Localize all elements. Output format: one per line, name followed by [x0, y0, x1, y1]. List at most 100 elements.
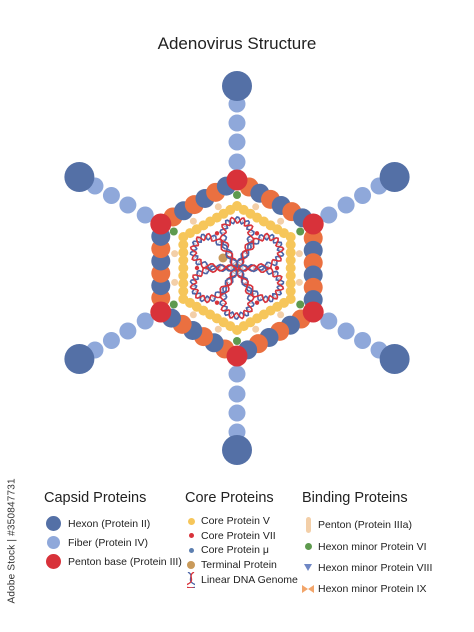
core-protein-vii [254, 300, 260, 305]
fiber-knob [64, 162, 95, 192]
dna-strand [189, 232, 238, 272]
dna-helix-icon [187, 572, 195, 588]
dna-base-pair [242, 251, 249, 256]
hexon-minor-protein-vi [296, 300, 305, 309]
penton-base [302, 213, 324, 235]
core-protein-v [225, 204, 236, 215]
red-dot-icon [45, 554, 61, 569]
dna-base-pair [237, 261, 243, 265]
fiber-protein [136, 312, 154, 330]
core-layer [178, 201, 296, 335]
orange-bowtie-icon [302, 584, 314, 593]
legend-heading-binding: Binding Proteins [302, 490, 408, 506]
legend-item-penton-iiia: Penton (Protein IIIa) [302, 514, 432, 536]
legend-label: Hexon (Protein II) [68, 517, 151, 530]
penton-iiia-protein [252, 203, 260, 211]
dna-base-pair [231, 271, 237, 275]
core-protein-vii [274, 265, 280, 271]
core-protein-v [285, 239, 296, 250]
fiber-knob [379, 344, 410, 374]
stock-image-id: Adobe Stock | #350847731 [6, 478, 18, 604]
small-red-dot-icon [188, 533, 194, 539]
core-protein-vii [214, 300, 220, 305]
penton-iiia-protein [295, 250, 303, 258]
fiber-protein [337, 322, 355, 340]
tan-dot-icon [187, 560, 195, 569]
penton-iiia-protein [214, 203, 222, 211]
fiber-protein [337, 196, 355, 214]
dna-strand [189, 233, 239, 272]
legend-label: Penton base (Protein III) [68, 555, 182, 568]
core-protein-v [178, 278, 189, 289]
dna-genome-layer [189, 215, 285, 321]
core-protein-v [178, 247, 189, 258]
green-dot-icon [304, 543, 312, 550]
legend-item-fiber: Fiber (Protein IV) [44, 533, 182, 552]
penton-iiia-protein [189, 311, 197, 319]
legend-item-terminal: Terminal Protein [185, 558, 298, 573]
hexon-minor-protein-vi [233, 337, 241, 345]
penton-iiia-protein [277, 217, 285, 225]
small-blue-dot-icon [188, 547, 194, 553]
legend-item-dna: Linear DNA Genome [185, 572, 298, 588]
core-protein-v [285, 255, 296, 266]
legend-label: Terminal Protein [201, 558, 277, 571]
core-protein-v [285, 270, 296, 281]
fiber-protein [320, 312, 338, 330]
core-protein-v [178, 286, 189, 297]
legend-heading-core: Core Proteins [185, 490, 274, 506]
penton-iiia-protein [214, 325, 222, 333]
fiber-protein [228, 133, 246, 151]
dna-strand [236, 264, 285, 304]
dna-base-pair [225, 280, 232, 285]
fiber-protein [119, 322, 137, 340]
core-protein-vii [194, 265, 200, 271]
legend-label: Fiber (Protein IV) [68, 536, 148, 549]
core-protein-v [178, 239, 189, 250]
core-protein-v [285, 286, 296, 297]
penton-base [150, 213, 172, 235]
fiber-protein [136, 206, 154, 224]
dna-base-pair [266, 262, 270, 269]
fiber-protein [228, 153, 246, 171]
core-protein-v [285, 232, 296, 242]
legend-label: Hexon minor Protein VI [318, 540, 427, 553]
legend-label: Linear DNA Genome [201, 574, 298, 586]
penton-base [226, 345, 248, 367]
blue-triangle-icon [304, 564, 312, 571]
legend-binding-proteins: Binding Proteins Penton (Protein IIIa) H… [302, 490, 432, 599]
dna-base-pair [242, 281, 249, 285]
core-protein-v [285, 263, 296, 273]
terminal-protein [218, 253, 228, 263]
fiber-protein [228, 404, 246, 422]
penton-iiia-protein [171, 278, 179, 286]
penton-base [302, 301, 324, 323]
legend-label: Hexon minor Protein IX [318, 582, 427, 595]
core-protein-vii [254, 231, 260, 236]
hexon-minor-protein-vi [169, 227, 178, 236]
fiber-protein [354, 332, 372, 349]
penton-base [150, 301, 172, 323]
hexon-minor-protein-vi [233, 191, 241, 199]
fiber-knob [222, 71, 252, 101]
penton-base [226, 169, 248, 191]
legend-item-hexon-vi: Hexon minor Protein VI [302, 536, 432, 557]
legend-item-hexon: Hexon (Protein II) [44, 514, 182, 533]
core-protein-vii [214, 231, 220, 236]
penton-iiia-protein [252, 325, 260, 333]
fiber-protein [119, 196, 137, 214]
dna-strand [219, 216, 255, 270]
dna-base-pair [231, 261, 237, 265]
core-protein-v [178, 294, 189, 304]
fiber-protein [354, 187, 372, 204]
hexon-minor-protein-vi [169, 300, 178, 309]
legend-label: Hexon minor Protein VIII [318, 561, 433, 574]
legend-item-penton-base: Penton base (Protein III) [44, 552, 182, 571]
diagram-title: Adenovirus Structure [157, 34, 317, 53]
legend-item-core-v: Core Protein V [185, 514, 298, 529]
penton-iiia-protein [189, 217, 197, 225]
dna-base-pair [237, 271, 243, 275]
light-blue-dot-icon [46, 536, 60, 549]
penton-iiia-protein [277, 311, 285, 319]
penton-iiia-protein [171, 250, 179, 258]
